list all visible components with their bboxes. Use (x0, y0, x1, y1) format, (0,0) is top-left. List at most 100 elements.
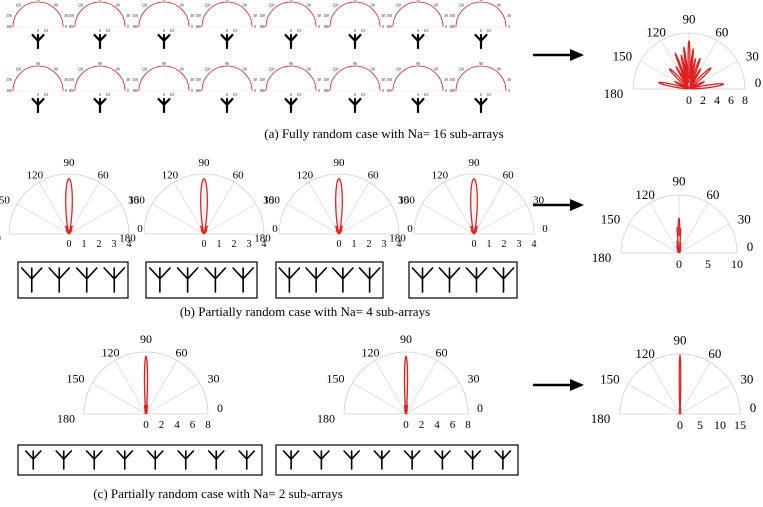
angle-label-30: 30 (468, 372, 480, 386)
antenna-icon (20, 267, 43, 293)
antenna-icon (55, 450, 73, 470)
thumb-radial-label: 0.5 (44, 93, 49, 97)
thumb-pattern-arc (138, 1, 190, 28)
radial-tick-label: 1 (82, 239, 87, 250)
thumb-angle-label: 150 (6, 14, 12, 18)
polar-spoke (338, 203, 392, 235)
antenna-icon (284, 33, 298, 50)
thumb-angle-label: 120 (458, 68, 464, 72)
thumb-radial-label: 0.5 (487, 29, 492, 33)
polar-spoke (203, 203, 257, 235)
polar-spoke (421, 203, 475, 235)
sub-array-box (275, 444, 519, 476)
thumb-angle-label: 0 (508, 89, 510, 93)
thumb-radial-label: 0 (290, 29, 292, 33)
angle-label-180: 180 (57, 411, 75, 425)
thumb-radial-label: 0 (480, 93, 482, 97)
antenna-icon (348, 33, 362, 50)
thumb-angle-label: 150 (323, 78, 329, 82)
thumb-angle-label: 0 (65, 25, 67, 29)
thumb-angle-label: 180 (323, 89, 329, 93)
thumb-angle-label: 0 (65, 89, 67, 93)
thumb-pattern-arc (392, 1, 444, 28)
thumb-angle-label: 0 (191, 89, 193, 93)
radial-tick-label: 0 (67, 239, 72, 250)
thumb-pattern-arc (455, 1, 507, 28)
thumb-angle-label: 90 (225, 62, 229, 66)
thumb-radial-label: 0.5 (44, 29, 49, 33)
radiation-pattern (403, 355, 409, 415)
thumb-angle-label: 120 (395, 4, 401, 8)
radial-tick-label: 8 (465, 419, 471, 431)
thumb-angle-label: 120 (204, 4, 210, 8)
radial-tick-label: 10 (714, 418, 726, 432)
polar-spoke (443, 181, 475, 235)
radial-tick-label: 15 (734, 418, 746, 432)
angle-label-90: 90 (674, 332, 687, 347)
thumb-radial-label: 0.5 (487, 93, 492, 97)
antenna-icon (411, 33, 425, 50)
polar-spoke (627, 383, 681, 415)
thumb-radial-label: 0.5 (361, 93, 366, 97)
thumb-angle-label: 30 (190, 78, 194, 82)
polar-spoke (145, 360, 178, 415)
angle-label-120: 120 (297, 170, 314, 182)
thumb-angle-label: 0 (318, 89, 320, 93)
thumb-angle-label: 120 (268, 4, 274, 8)
thumb-radial-label: 0 (417, 29, 419, 33)
radiation-pattern (678, 354, 682, 415)
radial-tick-label: 0 (202, 239, 207, 250)
section-b: 0306090120150180012340306090120150180012… (0, 157, 754, 299)
thumb-angle-label: 60 (371, 68, 375, 72)
thumb-angle-label: 30 (317, 78, 321, 82)
antenna-icon (146, 450, 164, 470)
thumb-angle-label: 30 (381, 78, 385, 82)
thumb-angle-label: 120 (268, 68, 274, 72)
angle-label-90: 90 (400, 332, 412, 346)
polar-spoke (68, 181, 100, 235)
polar-spoke (678, 223, 730, 254)
sub-array-box (275, 261, 384, 299)
angle-label-30: 30 (740, 372, 753, 387)
angle-label-120: 120 (635, 346, 655, 361)
antenna-icon (494, 450, 512, 470)
angle-label-0: 0 (137, 223, 143, 235)
polar-spoke (649, 361, 681, 415)
thumb-angle-label: 120 (332, 4, 338, 8)
antenna-icon (148, 267, 171, 293)
antenna-icon (305, 267, 328, 293)
thumb-radial-label: 0 (354, 29, 356, 33)
thumb-angle-label: 0 (318, 25, 320, 29)
thumb-angle-label: 180 (386, 89, 392, 93)
antenna-icon (93, 33, 107, 50)
angle-label-150: 150 (327, 372, 345, 386)
antenna-icon (220, 33, 234, 50)
thumb-radial-label: 0 (226, 93, 228, 97)
radial-tick-label: 0 (677, 418, 683, 432)
angle-label-180: 180 (389, 233, 406, 245)
polar-spoke (405, 382, 460, 415)
polar-spoke (114, 360, 147, 415)
radiation-pattern (200, 178, 208, 235)
antenna-icon (434, 450, 451, 470)
radial-tick-label: 4 (434, 419, 440, 431)
thumb-angle-label: 30 (64, 78, 68, 82)
radial-tick-label: 3 (112, 239, 117, 250)
thumb-angle-label: 90 (416, 62, 420, 66)
angle-label-150: 150 (600, 372, 620, 387)
radial-tick-label: 4 (532, 239, 537, 250)
thumb-angle-label: 180 (132, 89, 138, 93)
thumb-angle-label: 150 (386, 14, 392, 18)
radial-tick-label: 4 (174, 419, 180, 431)
thumb-angle-label: 60 (180, 4, 184, 8)
thumb-pattern-arc (392, 65, 444, 92)
